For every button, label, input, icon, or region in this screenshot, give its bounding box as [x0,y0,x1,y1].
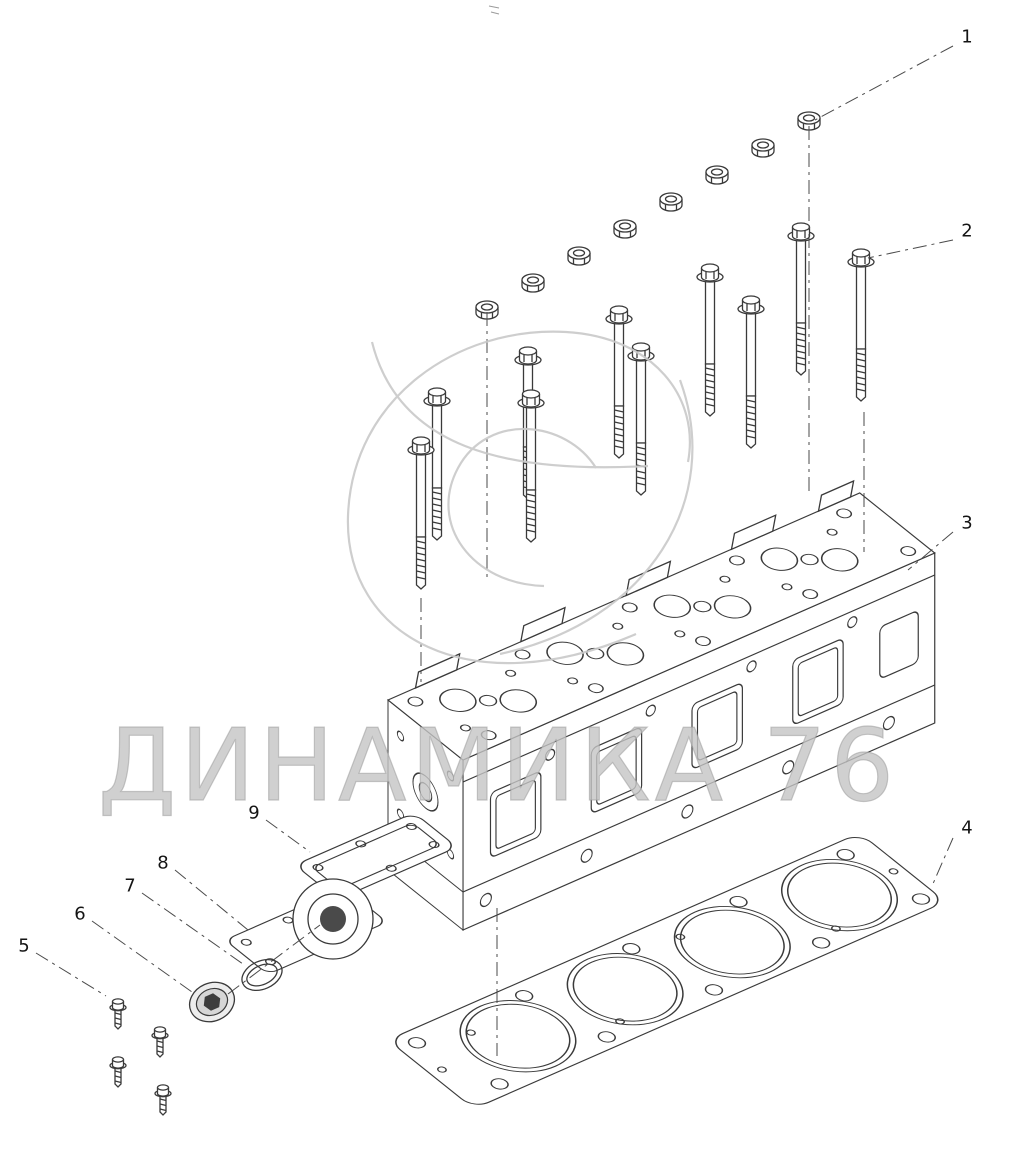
flange-bolt [154,1084,172,1116]
callout-8: 8 [157,852,169,874]
callout-9: 9 [248,802,260,824]
callout-1: 1 [961,26,973,48]
axis-lines [227,126,865,1056]
callout-4: 4 [961,817,973,839]
o-ring [241,958,283,992]
watermark-text: ДИНАМИКА 76 [98,707,898,824]
head-nut [613,219,637,239]
cylinder-head-front-face [462,552,936,931]
callout-6: 6 [74,903,86,925]
leader-line-4 [931,837,954,887]
watermark-logo [346,330,694,665]
flange-bolts [109,998,172,1116]
flange-bolt [109,1056,127,1088]
screw-plug [188,981,236,1023]
cylinder-head-top-face [386,492,936,761]
head-nut [659,192,683,212]
head-gasket [395,837,939,1105]
head-bolt [407,436,435,590]
head-nut [705,165,729,185]
callout-5: 5 [18,935,30,957]
head-bolt [696,263,724,417]
callout-3: 3 [961,512,973,534]
flange-bolt [151,1026,169,1058]
leader-line-5 [35,952,107,997]
head-nut [521,273,545,293]
head-bolt [847,248,875,402]
nut-row [475,111,821,320]
leader-lines [35,45,954,997]
head-bolt [627,342,655,496]
cover-plate [229,878,383,973]
cylinder-head-end-face [387,698,464,932]
callout-2: 2 [961,220,973,242]
head-bolt [737,295,765,449]
leader-line-1 [814,45,954,121]
callout-7: 7 [124,875,136,897]
leader-line-3 [907,531,954,571]
cylinder-head [386,479,936,932]
leader-line-8 [174,869,249,931]
head-nut [751,138,775,158]
cover-boss-bore [320,906,346,932]
head-bolt [423,387,451,541]
head-nut [567,246,591,266]
leader-line-6 [91,920,193,993]
leader-line-2 [867,239,954,259]
head-bolt [787,222,815,376]
head-bolt [517,389,545,543]
flange-bolt [109,998,127,1030]
head-bolt [605,305,633,459]
leader-line-9 [265,819,311,853]
leader-line-7 [141,892,244,965]
page-artifact [488,5,500,15]
